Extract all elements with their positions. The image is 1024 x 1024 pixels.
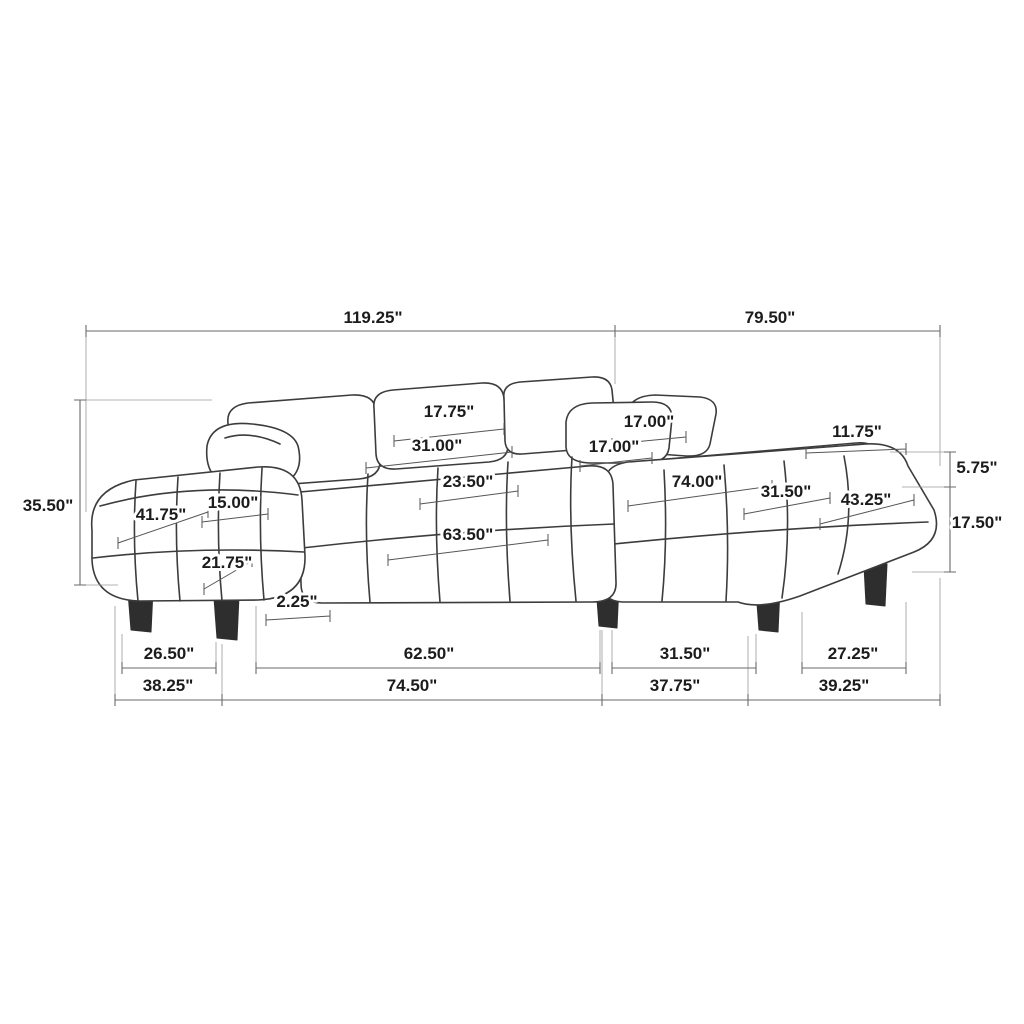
chaise-channel-2 <box>723 464 729 602</box>
dim-pillow-height: 17.00" <box>589 437 640 456</box>
dim-back-cushion-width: 31.00" <box>412 436 463 455</box>
dim-leg-span-right: 27.25" <box>828 644 879 663</box>
seat-crease <box>301 523 615 549</box>
chaise-seat <box>601 443 938 606</box>
dim-seat-height: 17.50" <box>952 513 1003 532</box>
dim-base-left: 38.25" <box>143 676 194 695</box>
seat-channel-4 <box>569 456 577 602</box>
left-arm-channel-1 <box>133 480 139 602</box>
dim-arm-width: 15.00" <box>208 493 259 512</box>
dim-leg-inset: 2.25" <box>276 592 317 611</box>
left-arm-mid-crease <box>92 549 305 559</box>
extension-lines <box>80 336 956 694</box>
dimension-labels: 119.25" 79.50" 35.50" 17.75" 31.00" 17.0… <box>20 305 1006 698</box>
dim-back-cushion-depth: 17.75" <box>424 402 475 421</box>
dim-back-rail-height: 5.75" <box>956 458 997 477</box>
left-arm-channel-4 <box>259 467 265 601</box>
seat-channel-2 <box>435 467 441 603</box>
dim-leg-span-seat: 62.50" <box>404 644 455 663</box>
dim-pillow-width: 17.00" <box>624 412 675 431</box>
dim-arm-height: 21.75" <box>202 553 253 572</box>
seat-base <box>299 465 617 604</box>
dim-base-right: 39.25" <box>819 676 870 695</box>
dim-arm-rail-width: 11.75" <box>832 422 882 441</box>
dim-side-depth: 41.75" <box>136 505 187 524</box>
left-arm-top-crease <box>99 489 299 507</box>
dim-overall-depth: 79.50" <box>745 308 796 327</box>
throw-pillow-fold <box>224 434 281 445</box>
dim-seat-width: 63.50" <box>443 525 494 544</box>
chaise-channel-3 <box>781 460 789 599</box>
dim-seat-depth: 23.50" <box>443 472 494 491</box>
dimension-lines <box>74 325 956 706</box>
seat-channel-3 <box>505 461 511 602</box>
dim-inner-length: 74.00" <box>672 472 723 491</box>
seat-channel-1 <box>365 473 371 603</box>
dim-base-chaise: 37.75" <box>650 676 701 695</box>
leg-front-left-inner <box>213 595 240 641</box>
sofa-line-art <box>90 376 938 641</box>
dim-chaise-width: 31.50" <box>761 482 812 501</box>
left-arm-channel-3 <box>217 472 223 602</box>
main-dimension-lines <box>79 330 951 701</box>
interior-dimension-lines <box>117 423 915 626</box>
dim-overall-height: 35.50" <box>23 496 74 515</box>
dimension-ticks <box>74 325 956 706</box>
dim-leg-span-chaise: 31.50" <box>660 644 711 663</box>
dim-base-center: 74.50" <box>387 676 438 695</box>
pillow-right-front <box>565 401 673 464</box>
dim-chaise-length: 43.25" <box>841 490 892 509</box>
back-cushion-middle <box>373 382 509 470</box>
chaise-crease <box>603 521 929 546</box>
dim-overall-width: 119.25" <box>343 308 402 327</box>
dim-leg-span-front-left: 26.50" <box>144 644 195 663</box>
left-arm-channel-2 <box>175 476 181 602</box>
left-arm <box>90 466 306 602</box>
chaise-channel-1 <box>661 469 667 602</box>
